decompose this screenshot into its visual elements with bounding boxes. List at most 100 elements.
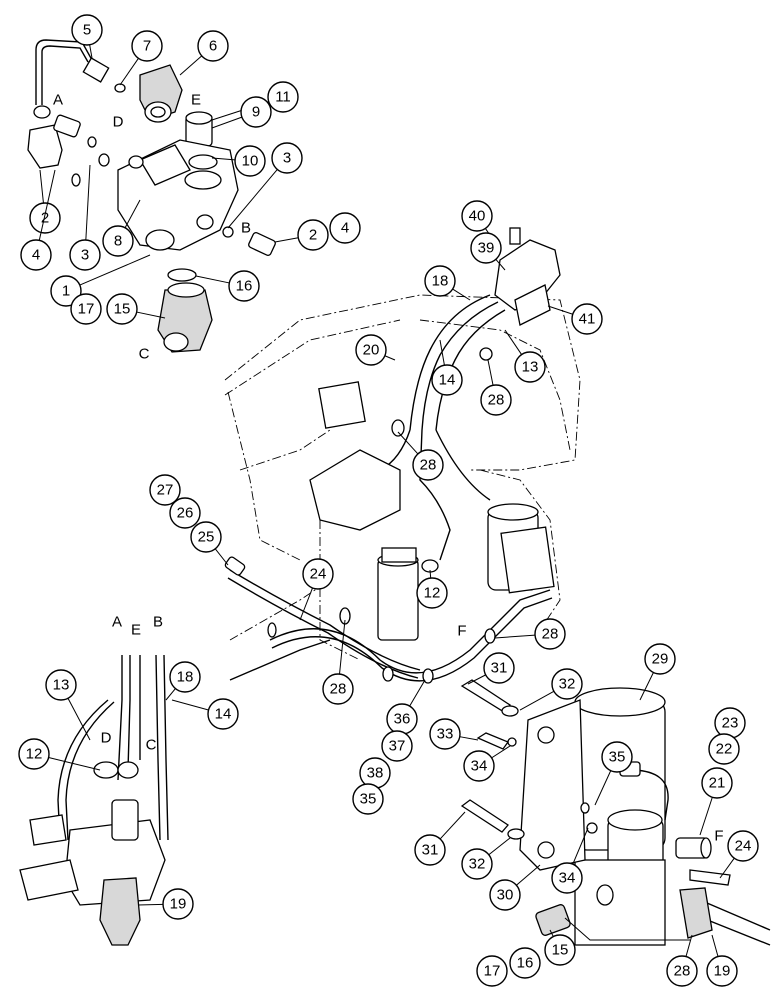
callout-number: 18 xyxy=(432,273,449,290)
callout-22: 22 xyxy=(708,733,740,765)
callout-16: 16 xyxy=(509,947,541,979)
callout-28: 28 xyxy=(412,449,444,481)
callout-leader xyxy=(211,116,243,129)
callout-number: 27 xyxy=(157,482,174,499)
callout-leader xyxy=(572,827,589,865)
callout-3: 3 xyxy=(271,142,303,174)
callout-number: 12 xyxy=(26,746,43,763)
callout-leader xyxy=(439,339,445,366)
callout-circle xyxy=(706,955,738,987)
callout-number: 15 xyxy=(552,942,569,959)
callout-14: 14 xyxy=(207,698,239,730)
callout-28: 28 xyxy=(480,384,512,416)
callout-15: 15 xyxy=(106,293,138,325)
callout-4: 4 xyxy=(329,212,361,244)
callout-number: 14 xyxy=(215,706,232,723)
callout-number: 32 xyxy=(559,676,576,693)
o-ring-7 xyxy=(114,83,126,93)
callout-circle xyxy=(329,212,361,244)
accumulator-bracket-view xyxy=(460,679,771,946)
callout-leader xyxy=(397,431,419,455)
callout-30: 30 xyxy=(489,879,521,911)
callout-leader xyxy=(384,355,396,361)
callout-number: 37 xyxy=(389,738,406,755)
callout-32: 32 xyxy=(461,848,493,880)
callout-circle xyxy=(106,293,138,325)
callout-27: 27 xyxy=(149,474,181,506)
callout-number: 32 xyxy=(469,856,486,873)
callout-7: 7 xyxy=(131,30,163,62)
callout-circle xyxy=(50,275,82,307)
callout-circle xyxy=(207,698,239,730)
callout-8: 8 xyxy=(102,225,134,257)
callout-circle xyxy=(271,142,303,174)
callout-number: 21 xyxy=(709,775,726,792)
callout-leader xyxy=(38,169,56,241)
callout-circle xyxy=(355,334,387,366)
callout-2: 2 xyxy=(29,202,61,234)
callout-number: 19 xyxy=(714,963,731,980)
callout-leader xyxy=(274,237,299,243)
callout-circle xyxy=(169,497,201,529)
callout-number: 31 xyxy=(491,660,508,677)
callout-number: 24 xyxy=(310,566,327,583)
callout-number: 22 xyxy=(716,741,733,758)
callout-circle xyxy=(234,145,266,177)
callout-circle xyxy=(69,239,101,271)
callout-number: 3 xyxy=(81,247,89,264)
callout-circle xyxy=(708,733,740,765)
callout-10: 10 xyxy=(234,145,266,177)
callout-number: 23 xyxy=(722,715,739,732)
callout-leader xyxy=(165,688,176,701)
callout-leader xyxy=(459,736,479,741)
callout-5: 5 xyxy=(71,14,103,46)
callout-circle xyxy=(480,384,512,416)
callout-leader xyxy=(685,934,693,957)
callout-leader xyxy=(119,58,139,86)
o-ring-16 xyxy=(167,268,197,282)
callout-circle xyxy=(727,830,759,862)
callout-number: 24 xyxy=(735,838,752,855)
port-label-a: A xyxy=(112,614,122,631)
port-label-b: B xyxy=(241,220,251,237)
callout-37: 37 xyxy=(381,730,413,762)
callout-number: 39 xyxy=(478,240,495,257)
callout-circle xyxy=(416,577,448,609)
callout-21: 21 xyxy=(701,767,733,799)
callout-leader xyxy=(179,55,203,76)
callout-number: 18 xyxy=(177,669,194,686)
callout-leader xyxy=(89,44,93,59)
callout-circle xyxy=(483,652,515,684)
callout-leader xyxy=(491,745,511,759)
callout-circle xyxy=(431,364,463,396)
callout-circle xyxy=(429,718,461,750)
callout-11: 11 xyxy=(267,81,299,113)
callout-leader xyxy=(211,157,236,161)
callout-14: 14 xyxy=(431,364,463,396)
callout-number: 28 xyxy=(420,457,437,474)
callout-leader xyxy=(639,672,654,701)
callout-leader xyxy=(195,275,230,284)
callout-number: 8 xyxy=(114,233,122,250)
callout-circle xyxy=(149,474,181,506)
callout-leader xyxy=(39,169,44,204)
callout-leader xyxy=(699,797,713,836)
fitting-25 xyxy=(224,556,246,576)
callout-circle xyxy=(463,750,495,782)
tube-nut xyxy=(82,57,110,83)
callout-leader xyxy=(79,254,151,286)
callout-circle xyxy=(701,767,733,799)
callout-leader xyxy=(719,857,735,879)
callout-number: 35 xyxy=(609,749,626,766)
callout-leader xyxy=(467,674,486,685)
callout-leader xyxy=(452,288,471,301)
callout-number: 34 xyxy=(559,870,576,887)
callout-leader xyxy=(67,698,91,741)
callout-number: 12 xyxy=(424,585,441,602)
callout-number: 28 xyxy=(674,963,691,980)
callout-number: 4 xyxy=(32,247,40,264)
callout-16: 16 xyxy=(228,270,260,302)
callout-circle xyxy=(322,673,354,705)
callout-number: 36 xyxy=(394,711,411,728)
